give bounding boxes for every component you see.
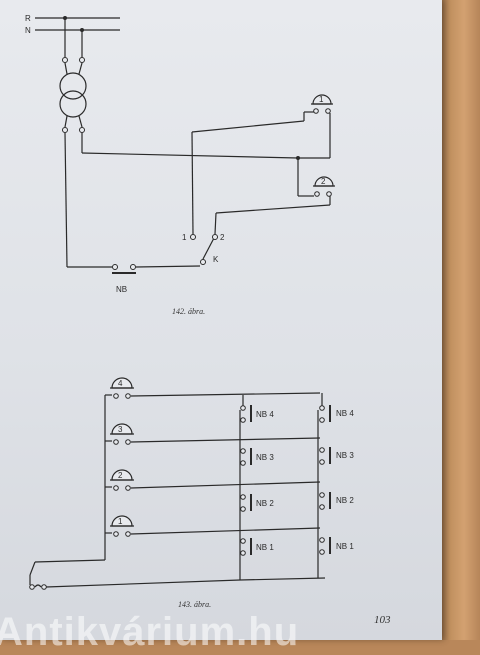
nb3-left-label: NB 3 [256,453,274,462]
bell-row-4: 4 [105,377,321,399]
button-label-nb: NB [116,285,127,294]
nb4-left-label: NB 4 [256,410,274,419]
figure-142: R N NB K 1 2 [25,14,335,294]
circuit-diagrams: R N NB K 1 2 [25,14,354,590]
bell-4-label: 4 [118,379,123,388]
buttons-right: NB 4 NB 3 NB 2 NB 1 [319,393,354,555]
watermark: Antikvárium.hu [0,610,300,654]
line-r-label: R [25,14,31,23]
book-page [0,0,442,640]
page-number: 103 [374,614,391,626]
transformer-coil-top [59,72,87,100]
nb1-left-label: NB 1 [256,543,274,552]
bell-1-label: 1 [319,95,324,104]
nb1-right-label: NB 1 [336,542,354,551]
nb2-left-label: NB 2 [256,499,274,508]
bell-2-label: 2 [321,177,326,186]
buttons-left: NB 4 NB 3 NB 2 NB 1 [240,395,274,556]
nb2-right-label: NB 2 [336,496,354,505]
caption-fig-142: 142. ábra. [172,307,206,316]
bell-2: 2 [313,176,335,197]
bell-row-3: 3 [105,423,321,445]
caption-fig-143: 143. ábra. [178,600,212,609]
changeover-switch-k [202,237,215,260]
transformer-coil-bottom [59,90,87,118]
bell-2-label-b: 2 [118,471,123,480]
bell-1: 1 [304,94,333,114]
switch-pos-1: 1 [182,233,187,242]
book-edge [440,0,480,640]
nb4-right-label: NB 4 [336,409,354,418]
bell-row-1: 1 [105,515,321,537]
switch-pos-2: 2 [220,233,225,242]
line-n-label: N [25,26,31,35]
nb3-right-label: NB 3 [336,451,354,460]
bell-1-label-b: 1 [118,517,123,526]
bell-3-label: 3 [118,425,123,434]
bell-row-2: 2 [105,469,321,491]
figure-143: 4 3 2 1 [29,377,354,590]
switch-label-k: K [213,255,219,264]
